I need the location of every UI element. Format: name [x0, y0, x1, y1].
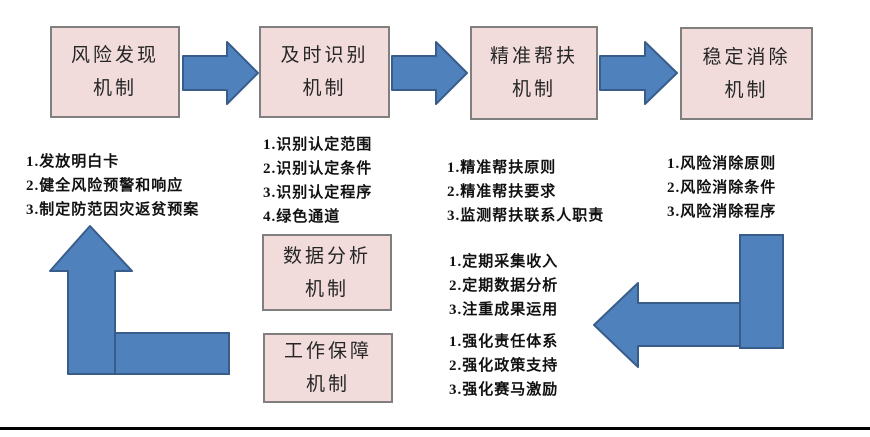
- list-item: 1.定期采集收入: [449, 254, 559, 270]
- right-arrow-icon-3: [599, 40, 679, 106]
- list-item: 3.注重成果运用: [449, 302, 559, 318]
- list-item: 1.风险消除原则: [667, 156, 777, 172]
- list-item: 2.定期数据分析: [449, 278, 559, 294]
- note-list-risk-discovery: 1.发放明白卡 2.健全风险预警和响应 3.制定防范因灾返贫预案: [26, 150, 199, 222]
- list-item: 3.制定防范因灾返贫预案: [26, 202, 200, 218]
- mechanism-box-data-analysis: 数据分析 机制: [262, 234, 392, 311]
- list-item: 2.识别认定条件: [263, 161, 373, 177]
- box-label-line1: 稳定消除: [702, 46, 791, 68]
- list-item: 1.强化责任体系: [449, 334, 559, 350]
- list-item: 3.风险消除程序: [667, 204, 777, 220]
- note-list-precise-assistance: 1.精准帮扶原则 2.精准帮扶要求 3.监测帮扶联系人职责: [447, 156, 604, 228]
- list-item: 2.强化政策支持: [449, 358, 559, 374]
- mechanism-box-precise-assistance: 精准帮扶 机制: [470, 26, 598, 120]
- note-list-stable-elimination: 1.风险消除原则 2.风险消除条件 3.风险消除程序: [667, 152, 776, 224]
- list-item: 2.风险消除条件: [667, 180, 777, 196]
- box-label-line2: 机制: [305, 374, 350, 395]
- left-return-arrow-icon: [590, 230, 790, 370]
- list-item: 1.精准帮扶原则: [447, 160, 557, 176]
- right-arrow-icon-2: [391, 40, 469, 106]
- list-item: 3.监测帮扶联系人职责: [447, 208, 605, 224]
- mechanism-box-risk-discovery: 风险发现 机制: [50, 26, 180, 118]
- list-item: 2.健全风险预警和响应: [26, 178, 184, 194]
- box-label-line1: 风险发现: [70, 45, 159, 66]
- list-item: 2.精准帮扶要求: [447, 184, 557, 200]
- list-item: 1.识别认定范围: [263, 137, 373, 153]
- box-label-line2: 机制: [511, 79, 556, 100]
- box-label-line1: 及时识别: [280, 45, 369, 66]
- box-label-line2: 机制: [724, 79, 769, 101]
- list-item: 4.绿色通道: [263, 209, 341, 225]
- box-label-line1: 数据分析: [282, 245, 371, 267]
- list-item: 3.识别认定程序: [263, 185, 373, 201]
- note-list-timely-identification: 1.识别认定范围 2.识别认定条件 3.识别认定程序 4.绿色通道: [263, 133, 372, 229]
- right-arrow-icon-1: [182, 40, 260, 106]
- mechanism-box-work-guarantee: 工作保障 机制: [263, 333, 393, 403]
- mechanism-box-timely-identification: 及时识别 机制: [259, 26, 390, 118]
- note-list-work-strengthening: 1.强化责任体系 2.强化政策支持 3.强化赛马激励: [449, 330, 558, 402]
- box-label-line1: 精准帮扶: [489, 46, 578, 67]
- note-list-data-collection: 1.定期采集收入 2.定期数据分析 3.注重成果运用: [449, 250, 558, 322]
- box-label-line2: 机制: [92, 78, 137, 99]
- up-return-arrow-icon: [45, 222, 235, 378]
- box-label-line2: 机制: [304, 278, 349, 300]
- box-label-line2: 机制: [302, 78, 347, 99]
- box-label-line1: 工作保障: [283, 341, 372, 362]
- list-item: 1.发放明白卡: [26, 154, 120, 170]
- list-item: 3.强化赛马激励: [449, 382, 559, 398]
- mechanism-box-stable-elimination: 稳定消除 机制: [680, 27, 813, 120]
- bottom-divider-line: [0, 427, 870, 430]
